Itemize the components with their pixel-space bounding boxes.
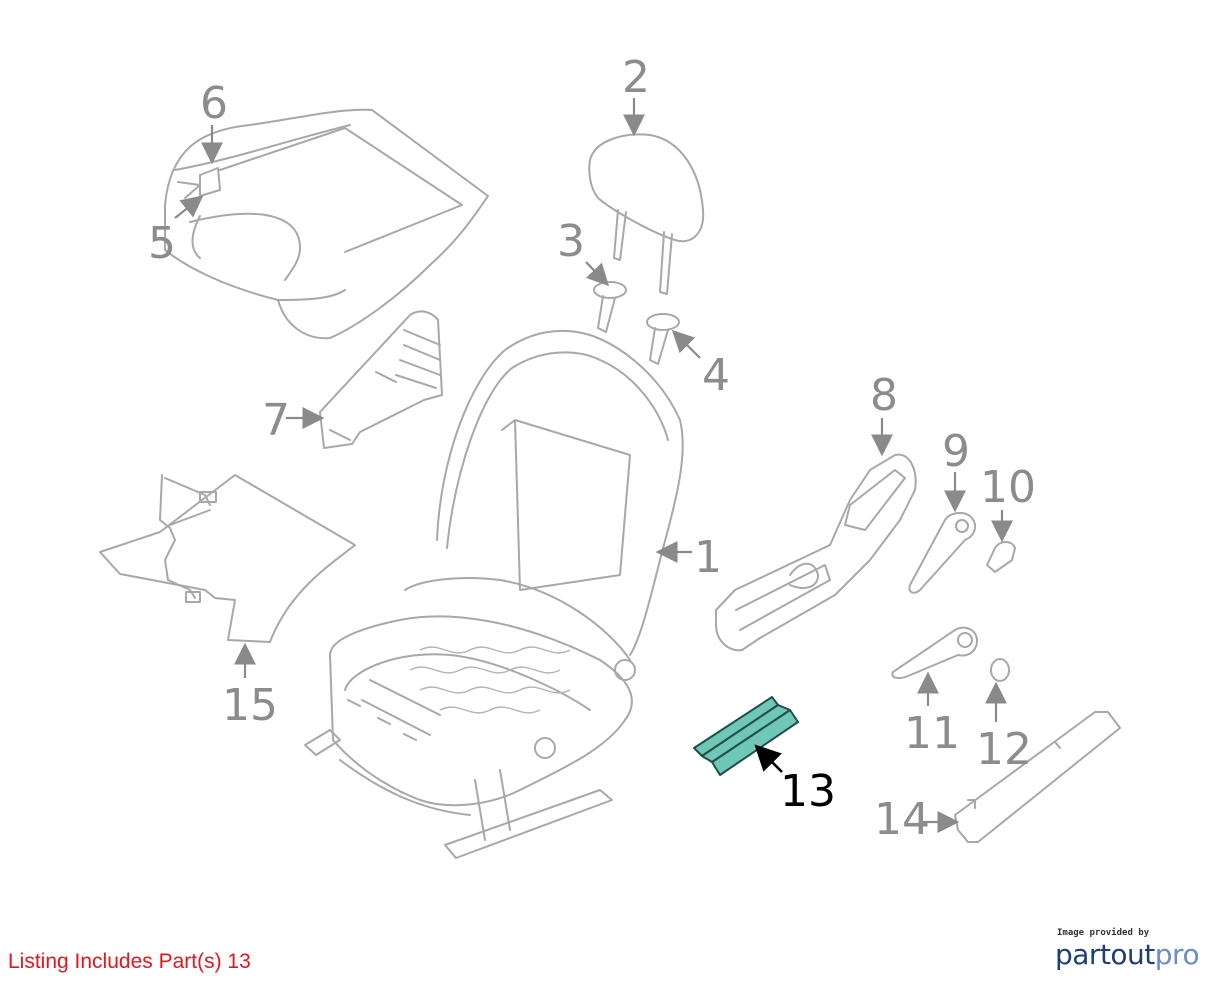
callout-14: 14 (874, 794, 930, 845)
seat-cushion-cover (164, 108, 489, 340)
callout-13: 13 (780, 766, 836, 817)
recline-lever (908, 512, 977, 594)
seatback-side-bracket (319, 310, 443, 449)
part-13-highlighted (693, 696, 799, 776)
provider-logo: partoutpro (1055, 938, 1200, 971)
lift-lever (891, 626, 979, 680)
seat-frame (304, 329, 684, 859)
callout-8: 8 (870, 370, 898, 421)
callout-labels: 1 2 3 4 5 6 7 8 9 10 11 12 13 14 15 (148, 52, 1036, 845)
callout-5: 5 (148, 218, 176, 269)
clip (990, 658, 1010, 682)
listing-note: Listing Includes Part(s) 13 (8, 950, 251, 973)
seat-side-cover (715, 453, 917, 652)
callout-4: 4 (702, 350, 730, 401)
provider-caption: Image provided by (1057, 928, 1150, 938)
callout-9: 9 (942, 426, 970, 477)
callout-12: 12 (976, 724, 1032, 775)
callout-11: 11 (904, 708, 960, 759)
seat-heater-mat (99, 474, 356, 643)
callout-2: 2 (622, 52, 650, 103)
headrest-guide-3 (593, 281, 627, 333)
callout-15: 15 (222, 680, 278, 731)
logo-part-2: pro (1154, 938, 1200, 971)
callout-7: 7 (262, 395, 290, 446)
callout-arrows (174, 98, 1013, 833)
callout-3: 3 (557, 216, 585, 267)
callout-6: 6 (200, 78, 228, 129)
headrest-guide-4 (646, 313, 680, 365)
headrest (588, 133, 705, 295)
callout-1: 1 (694, 532, 722, 583)
cap (986, 541, 1016, 573)
rail-cover (954, 711, 1121, 843)
callout-10: 10 (980, 462, 1036, 513)
logo-part-1: partout (1055, 938, 1155, 971)
